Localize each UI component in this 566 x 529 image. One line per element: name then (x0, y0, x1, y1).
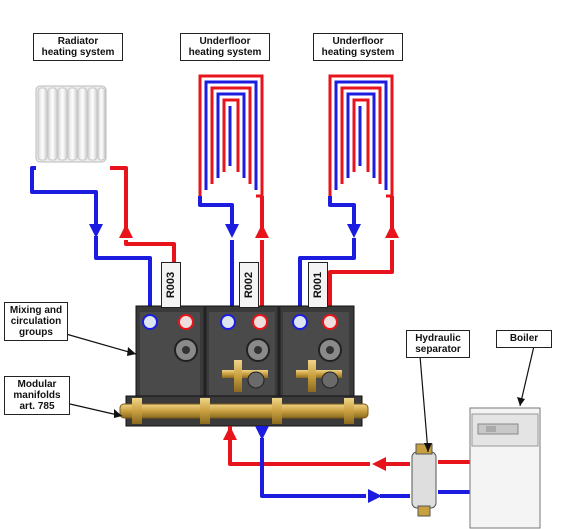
modular-manifolds (120, 396, 368, 426)
radiator-pipes (32, 168, 174, 318)
label-boiler: Boiler (496, 330, 552, 348)
underfloor-loop-2 (330, 76, 392, 196)
group-code-r003: R003 (161, 262, 181, 308)
underfloor-flow-arrows-2 (347, 224, 399, 238)
underfloor-flow-arrows-1 (225, 224, 269, 238)
hydraulic-separator (412, 444, 436, 516)
underfloor-loop-1 (200, 76, 262, 196)
group-code-r002: R002 (239, 262, 259, 308)
boiler-unit (470, 408, 540, 528)
group-code-r001: R001 (308, 262, 328, 308)
radiator-flow-arrows (89, 224, 133, 238)
radiator-unit (36, 86, 106, 162)
